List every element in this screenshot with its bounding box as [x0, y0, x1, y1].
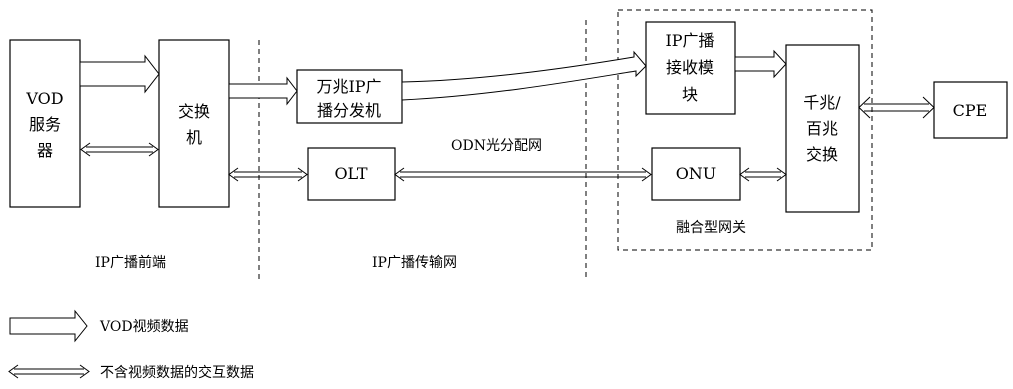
gig-switch-label-1: 千兆/ [803, 93, 841, 112]
legend-interactive-arrow [8, 364, 90, 379]
switch-label-1: 交换 [178, 102, 210, 121]
ip-receiver-label-3: 块 [682, 85, 698, 104]
vod-server-node: VOD 服务 器 [9, 39, 81, 208]
transport-label: IP广播传输网 [372, 255, 457, 271]
odn-label: ODN光分配网 [451, 138, 542, 154]
router-label-1: 万兆IP广 [316, 77, 381, 96]
router-node: 万兆IP广 播分发机 [296, 69, 403, 124]
gateway-boundary [617, 9, 873, 251]
switch-label-2: 机 [186, 128, 202, 147]
legend: VOD视频数据 不含视频数据的交互数据 [8, 309, 254, 381]
gig-switch-label-2: 百兆 [806, 119, 838, 138]
vod-switch-double-arrow [80, 142, 159, 157]
onu-label: ONU [676, 164, 717, 183]
gig-switch-label-3: 交换 [806, 145, 838, 164]
gig-switch-node: 千兆/ 百兆 交换 [785, 44, 860, 213]
ip-receiver-label-1: IP广播 [665, 31, 714, 50]
ip-receiver-node: IP广播 接收模 块 [645, 21, 736, 115]
switch-node: 交换 机 [158, 39, 230, 208]
receiver-to-gig-switch-arrow [734, 49, 787, 79]
vod-server-label-3: 器 [37, 141, 53, 160]
olt-node: OLT [307, 147, 396, 201]
router-label-2: 播分发机 [317, 101, 381, 120]
switch-to-router-arrow [228, 76, 298, 106]
legend-vod-arrow [9, 309, 88, 343]
cpe-label: CPE [953, 101, 988, 120]
frontend-label: IP广播前端 [95, 254, 166, 271]
gateway-label: 融合型网关 [676, 220, 746, 236]
gig-switch-cpe-double-arrow [858, 96, 935, 119]
vod-to-switch-arrow [79, 54, 160, 94]
cpe-node: CPE [933, 81, 1008, 139]
switch-olt-double-arrow [228, 167, 308, 182]
legend-vod-label: VOD视频数据 [99, 319, 189, 335]
vod-server-label-1: VOD [25, 89, 63, 108]
router-to-receiver-curved-arrow [401, 50, 647, 101]
vod-server-label-2: 服务 [29, 115, 61, 134]
onu-gig-switch-double-arrow [739, 167, 787, 182]
onu-node: ONU [651, 147, 741, 201]
olt-label: OLT [334, 164, 367, 183]
olt-onu-double-arrow [394, 167, 652, 182]
legend-interactive-label: 不含视频数据的交互数据 [100, 364, 254, 381]
ip-receiver-label-2: 接收模 [666, 58, 714, 77]
